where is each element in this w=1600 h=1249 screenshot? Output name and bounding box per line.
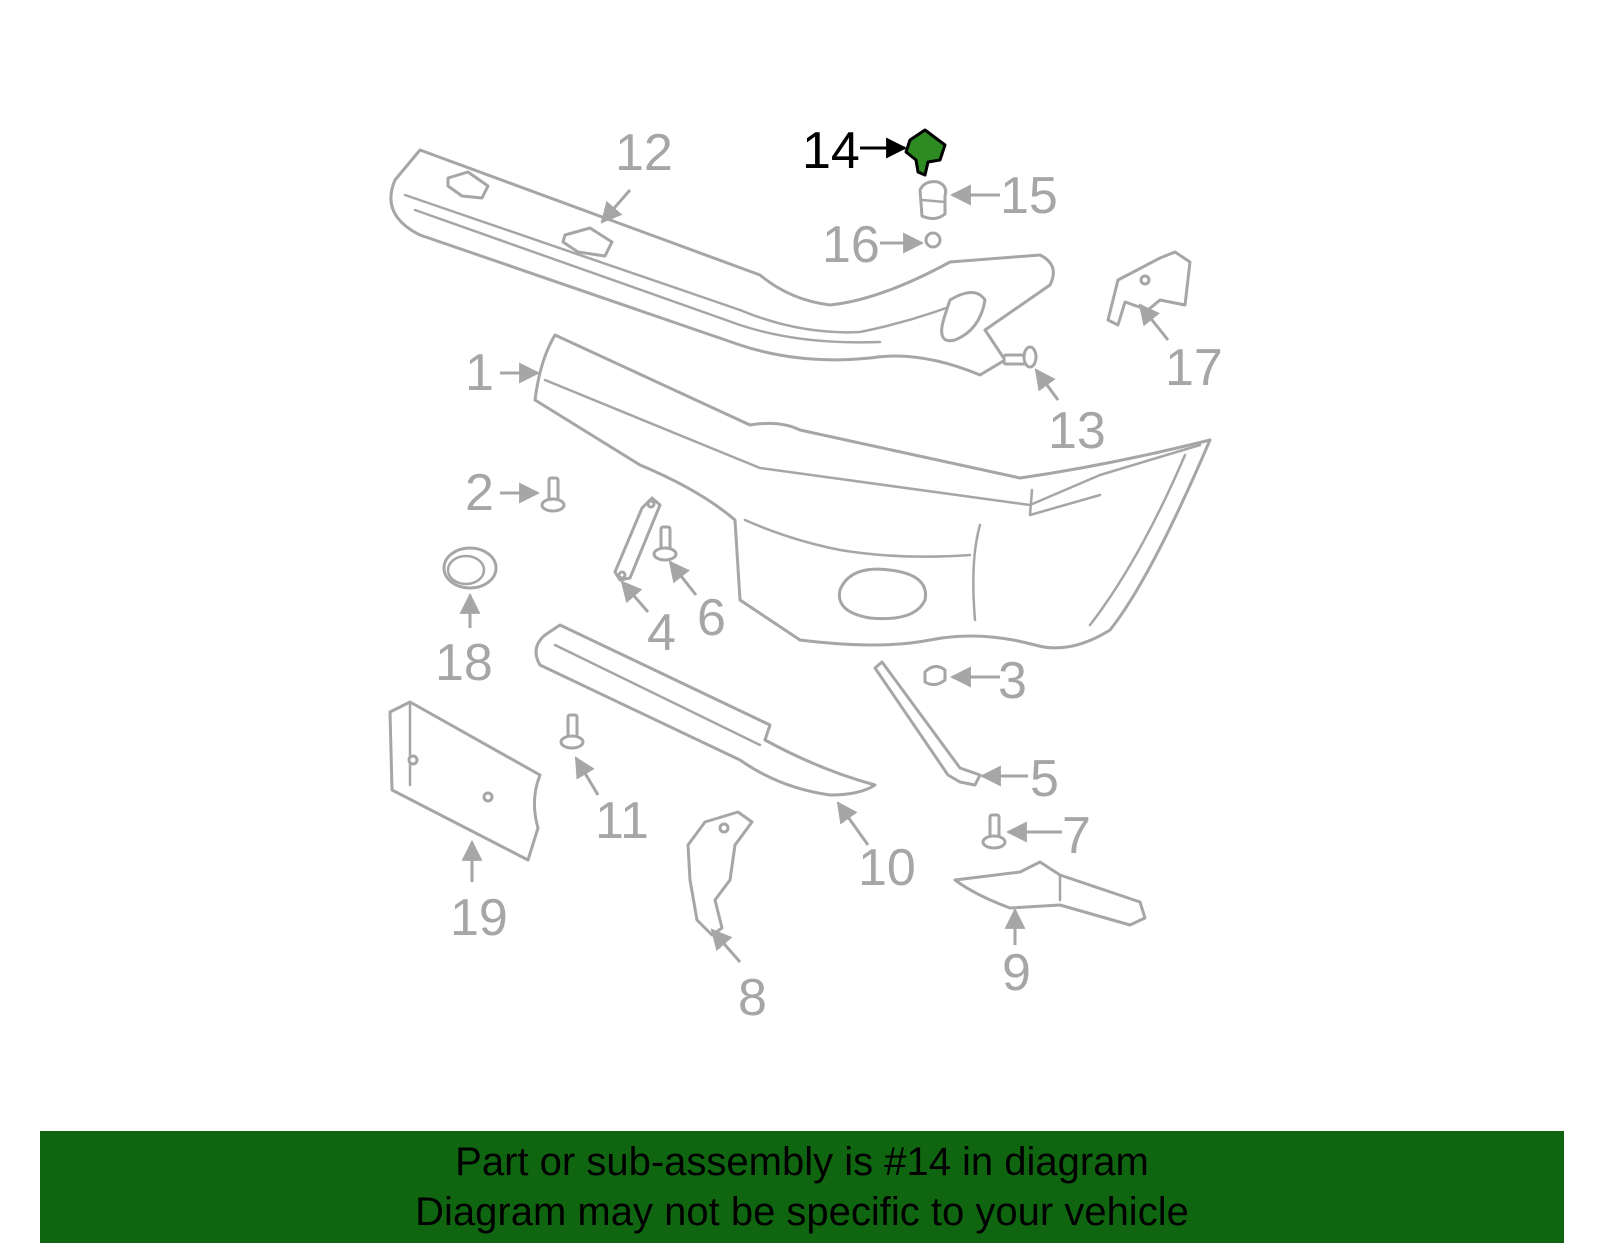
- banner-line-2: Diagram may not be specific to your vehi…: [415, 1190, 1189, 1234]
- callout-7: 7: [1062, 807, 1091, 865]
- callout-12: 12: [615, 124, 673, 182]
- part-15-retainer[interactable]: [918, 180, 948, 221]
- banner-line-1: Part or sub-assembly is #14 in diagram: [455, 1140, 1149, 1184]
- part-19-license-bracket[interactable]: [388, 700, 542, 862]
- callout-17: 17: [1165, 339, 1223, 397]
- callout-19: 19: [450, 889, 508, 947]
- part-1-bumper-cover[interactable]: [533, 333, 1212, 650]
- callout-16: 16: [822, 216, 880, 274]
- part-5-rod[interactable]: [873, 660, 982, 787]
- part-3-clip[interactable]: [923, 665, 947, 687]
- callout-4: 4: [647, 604, 676, 662]
- part-11-bolt[interactable]: [559, 713, 585, 750]
- info-banner: Part or sub-assembly is #14 in diagram D…: [40, 1131, 1564, 1243]
- callout-5: 5: [1030, 750, 1059, 808]
- leader-lines: [459, 137, 1170, 963]
- callout-14: 14: [802, 122, 860, 180]
- callout-10: 10: [858, 839, 916, 897]
- part-14-highlighted[interactable]: [904, 128, 947, 177]
- part-16-nut[interactable]: [924, 231, 942, 249]
- callout-18: 18: [435, 634, 493, 692]
- part-6-bolt[interactable]: [652, 525, 678, 562]
- part-2-bolt[interactable]: [540, 476, 566, 513]
- callout-8: 8: [738, 969, 767, 1027]
- callout-1: 1: [465, 344, 494, 402]
- part-17-side-bracket[interactable]: [1106, 250, 1192, 327]
- callout-13: 13: [1048, 402, 1106, 460]
- part-12-reinforcement[interactable]: [389, 148, 1055, 377]
- callout-2: 2: [465, 464, 494, 522]
- part-10-valance[interactable]: [534, 623, 877, 797]
- callout-labels: 1 2 3 4 5 6 7 8 9 10 11 12 13 14 15 16 1…: [435, 122, 1223, 1027]
- callout-15: 15: [1000, 167, 1058, 225]
- callout-6: 6: [697, 589, 726, 647]
- part-8-bracket[interactable]: [686, 810, 754, 937]
- part-18-plug[interactable]: [442, 546, 498, 590]
- callout-11: 11: [595, 792, 649, 850]
- part-13-bolt[interactable]: [1002, 345, 1038, 369]
- part-7-bolt[interactable]: [981, 813, 1007, 850]
- part-9-bracket[interactable]: [953, 860, 1147, 927]
- callout-9: 9: [1002, 944, 1031, 1002]
- callout-3: 3: [998, 652, 1027, 710]
- part-4-strap[interactable]: [613, 496, 662, 582]
